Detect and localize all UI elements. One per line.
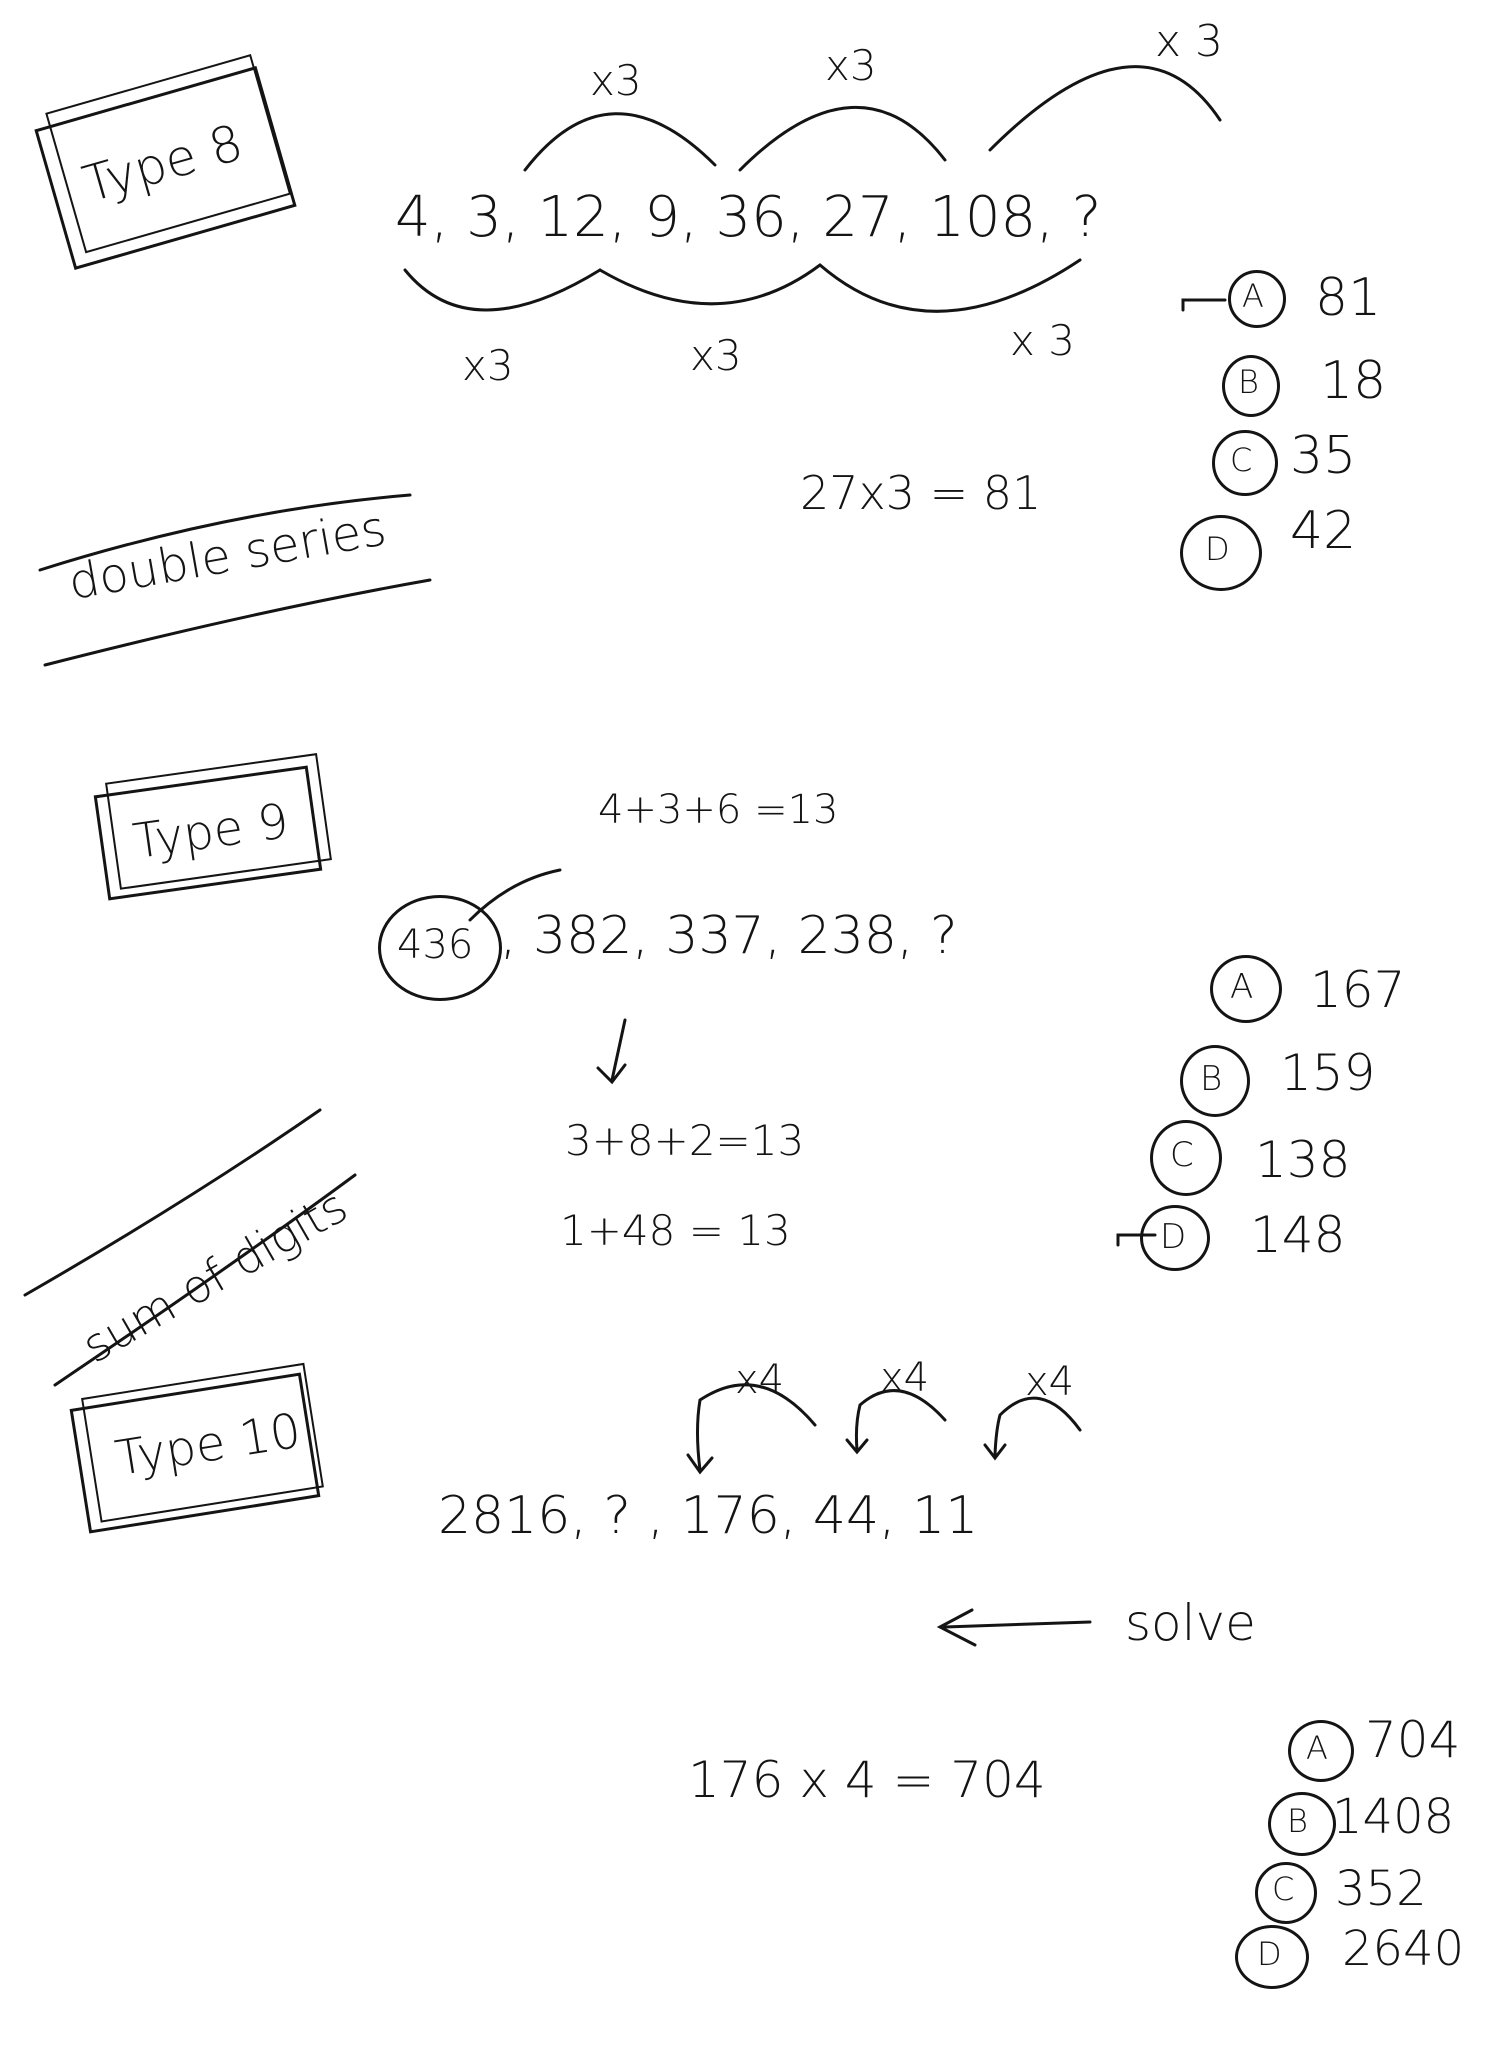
tag-line-top-9 — [23, 1108, 322, 1297]
arc-bottom-3 — [818, 258, 1082, 313]
type9-option-b-letter: B — [1200, 1059, 1223, 1099]
arrowhead-10-1 — [686, 1453, 714, 1475]
type10-op-3: x4 — [1025, 1359, 1075, 1405]
type9-option-d-value: 148 — [1250, 1206, 1346, 1264]
type10-option-c-letter: C — [1272, 1870, 1295, 1908]
type8-option-a-circle — [1228, 270, 1286, 328]
type8-bottom-op-2: x3 — [690, 331, 742, 380]
solve-arrow-line — [943, 1620, 1092, 1629]
type9-option-a-value: 167 — [1310, 961, 1406, 1019]
type9-first-term-circle — [378, 895, 502, 1001]
type10-op-2: x4 — [880, 1355, 930, 1401]
type9-option-b-value: 159 — [1280, 1044, 1376, 1102]
type8-option-b-value: 18 — [1320, 351, 1387, 411]
type10-option-b-circle — [1268, 1792, 1336, 1856]
type9-option-d-letter: D — [1160, 1217, 1187, 1257]
arc-10-3 — [993, 1396, 1082, 1457]
type9-first-term: 436 — [397, 922, 474, 968]
tag-line-bottom-9 — [53, 1173, 357, 1387]
type8-option-c-circle — [1212, 430, 1278, 496]
type10-option-c-value: 352 — [1335, 1861, 1427, 1917]
arrowhead-10-2 — [845, 1438, 869, 1455]
type8-bottom-op-1: x3 — [462, 341, 514, 390]
arc-10-2 — [854, 1389, 947, 1452]
type9-sum-answer: 1+48 = 13 — [560, 1206, 791, 1255]
type8-option-a-letter: A — [1242, 277, 1264, 315]
type8-option-d-letter: D — [1205, 530, 1230, 568]
type8-top-op-3: x 3 — [1155, 16, 1224, 67]
type10-option-d-letter: D — [1257, 1935, 1282, 1973]
type10-option-c-circle — [1255, 1862, 1317, 1924]
arc-bottom-1 — [403, 268, 602, 312]
type10-option-b-letter: B — [1287, 1802, 1308, 1840]
arrowhead-10-3 — [983, 1443, 1007, 1461]
type8-top-op-1: x3 — [590, 56, 642, 105]
type8-bottom-op-3: x 3 — [1010, 316, 1075, 365]
down-arrow-9 — [610, 1018, 627, 1082]
type10-option-a-circle — [1288, 1720, 1354, 1782]
type9-option-c-letter: C — [1170, 1135, 1194, 1175]
type9-series: , 382, 337, 238, ? — [500, 906, 958, 966]
arc-top-1 — [523, 112, 717, 172]
type9-option-a-circle — [1210, 955, 1282, 1023]
arc-top-3 — [988, 65, 1222, 152]
type8-option-a-value: 81 — [1315, 268, 1382, 328]
type8-calc: 27x3 = 81 — [800, 466, 1042, 520]
arc-top-2 — [738, 105, 947, 172]
arc-bottom-2 — [598, 263, 822, 306]
type10-op-1: x4 — [735, 1357, 785, 1403]
type9-option-c-circle — [1150, 1120, 1222, 1196]
type8-option-b-letter: B — [1238, 363, 1259, 401]
answer-tick-8 — [1181, 298, 1227, 312]
arc-10-1 — [696, 1383, 817, 1472]
down-arrowhead-9 — [596, 1063, 627, 1085]
type8-option-b-circle — [1222, 355, 1280, 417]
type9-sum-first: 4+3+6 =13 — [598, 787, 839, 833]
type8-option-d-circle — [1180, 515, 1262, 591]
type9-option-c-value: 138 — [1255, 1131, 1351, 1189]
type10-option-a-letter: A — [1306, 1729, 1328, 1767]
type10-option-a-value: 704 — [1365, 1711, 1461, 1769]
type8-top-op-2: x3 — [825, 41, 877, 90]
type10-series: 2816, ? , 176, 44, 11 — [438, 1486, 979, 1546]
tag-line-bottom-8 — [43, 578, 432, 667]
type10-option-b-value: 1408 — [1332, 1789, 1455, 1845]
type8-option-c-letter: C — [1230, 441, 1253, 479]
type8-option-d-value: 42 — [1290, 501, 1357, 561]
type10-calc: 176 x 4 = 704 — [688, 1751, 1046, 1809]
type9-option-a-letter: A — [1230, 967, 1254, 1007]
type10-solve: solve — [1125, 1594, 1256, 1652]
type8-series: 4, 3, 12, 9, 36, 27, 108, ? — [395, 185, 1102, 250]
type9-option-d-circle — [1140, 1205, 1210, 1271]
type9-sum-second: 3+8+2=13 — [565, 1116, 805, 1165]
tag-line-top-8 — [38, 493, 412, 572]
solve-arrowhead — [936, 1608, 977, 1647]
type10-option-d-circle — [1235, 1925, 1309, 1989]
type8-option-c-value: 35 — [1290, 426, 1357, 486]
type9-option-b-circle — [1180, 1045, 1250, 1117]
type10-option-d-value: 2640 — [1342, 1921, 1465, 1977]
